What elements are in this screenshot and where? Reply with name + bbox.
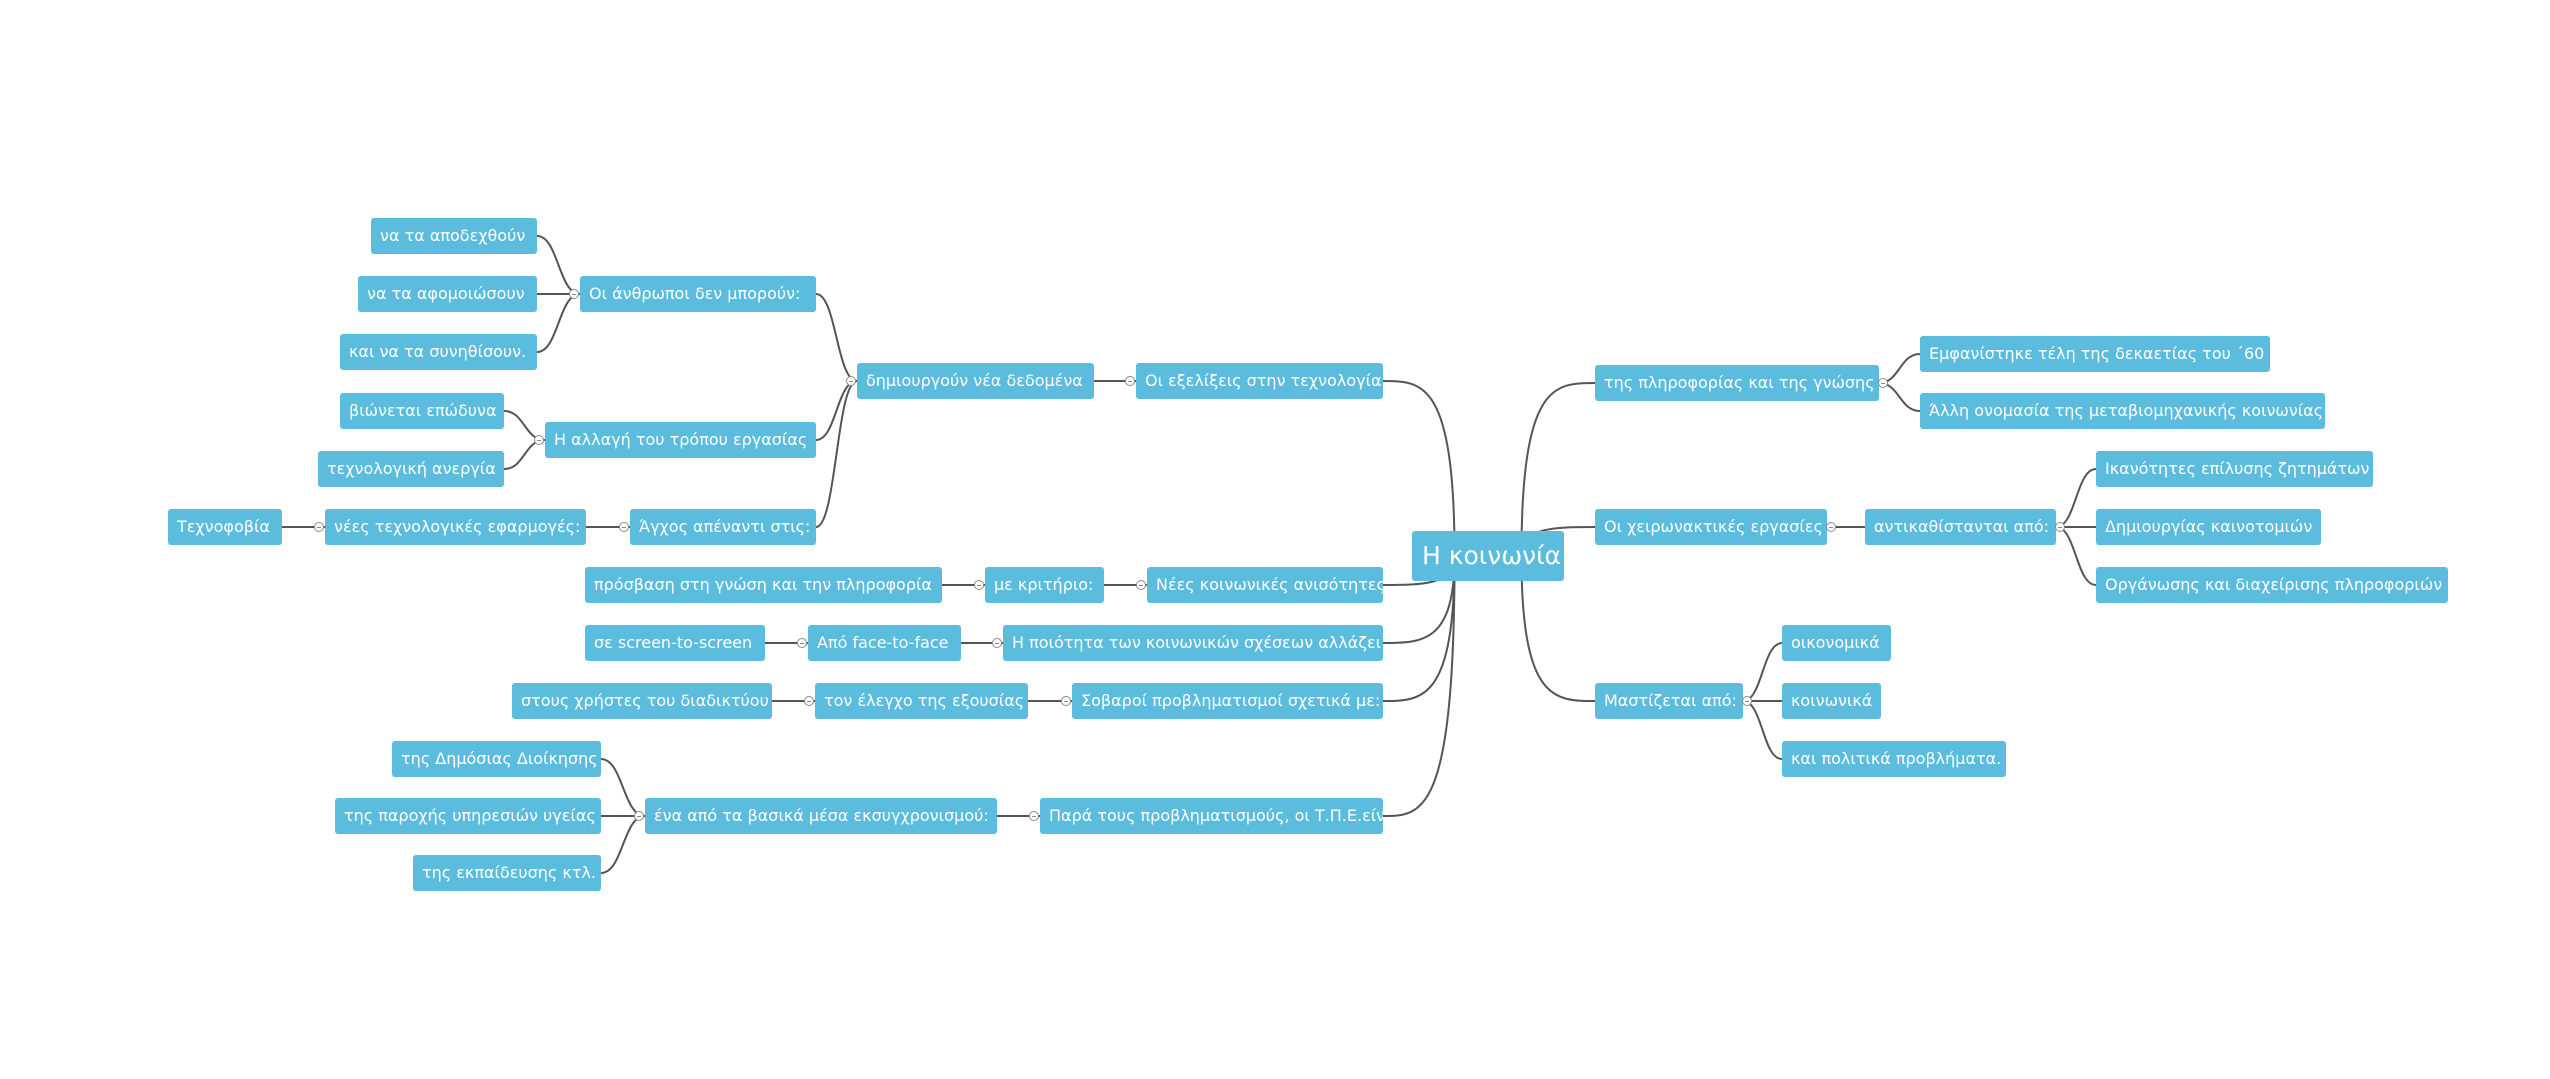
collapse-toggle-xeironaktikes[interactable] [1826,522,1836,532]
collapse-toggle-meso[interactable] [634,811,644,821]
collapse-toggle-face[interactable] [797,638,807,648]
connector-allagi [815,380,858,441]
node-viönetai[interactable]: βιώνεται επώδυνα [340,393,504,429]
connector-ikanotites [2055,468,2097,528]
collapse-toggle-nees-efarmoges[interactable] [314,522,324,532]
collapse-toggle-anthropoi[interactable] [569,289,579,299]
connector-ekpaideusis [600,815,646,874]
connector-apodexthoun [536,235,581,295]
node-emfanistike[interactable]: Εμφανίστηκε τέλη της δεκαετίας του ΄60 [1920,336,2270,372]
node-ria-pliroforias[interactable]: της πληροφορίας και της γνώσης [1595,365,1879,401]
connector-anthropoi [815,293,858,382]
collapse-toggle-agxos[interactable] [619,522,629,532]
collapse-toggle-para[interactable] [1029,811,1039,821]
collapse-toggle-poiotita[interactable] [992,638,1002,648]
node-elegxos[interactable]: τον έλεγχο της εξουσίας [815,683,1028,719]
connector-dioikisis [600,758,646,817]
node-allagi[interactable]: Η αλλαγή του τρόπου εργασίας [545,422,816,458]
node-provlimatismoi[interactable]: Σοβαροί προβληματισμοί σχετικά με: [1072,683,1383,719]
connector-politika [1742,700,1783,760]
collapse-toggle-mastizetai[interactable] [1742,696,1752,706]
node-apodexthoun[interactable]: να τα αποδεχθούν [371,218,537,254]
connector-para [1382,555,1456,817]
collapse-toggle-ria-pliroforias[interactable] [1878,378,1888,388]
root-node[interactable]: Η κοινωνία [1412,531,1564,581]
node-dioikisis[interactable]: της Δημόσιας Διοίκησης [392,741,601,777]
node-oikonomika[interactable]: οικονομικά [1782,625,1891,661]
node-ygeias[interactable]: της παροχής υπηρεσιών υγείας [335,798,601,834]
node-dimiourgoun[interactable]: δημιουργούν νέα δεδομένα [857,363,1094,399]
node-antikathistantai[interactable]: αντικαθίστανται από: [1865,509,2056,545]
node-anergia[interactable]: τεχνολογική ανεργία [318,451,504,487]
node-organosis[interactable]: Οργάνωσης και διαχείρισης πληροφοριών [2096,567,2448,603]
node-agxos[interactable]: Άγχος απέναντι στις: [630,509,816,545]
collapse-toggle-anisotites[interactable] [1136,580,1146,590]
collapse-toggle-dimiourgoun[interactable] [846,376,856,386]
collapse-toggle-elegxos[interactable] [804,696,814,706]
node-dimiourgias[interactable]: Δημιουργίας καινοτομιών [2096,509,2321,545]
node-nees-efarmoges[interactable]: νέες τεχνολογικές εφαρμογές: [325,509,586,545]
node-mastizetai[interactable]: Μαστίζεται από: [1595,683,1743,719]
node-technofovia[interactable]: Τεχνοφοβία [168,509,282,545]
node-ikanotites[interactable]: Ικανότητες επίλυσης ζητημάτων [2096,451,2373,487]
connector-synithisoun [536,293,581,353]
collapse-toggle-allagi[interactable] [534,435,544,445]
node-ekpaideusis[interactable]: της εκπαίδευσης κτλ. [413,855,601,891]
node-politika[interactable]: και πολιτικά προβλήματα. [1782,741,2006,777]
node-afomoiosoun[interactable]: να τα αφομοιώσουν [358,276,537,312]
node-alli-onomasia[interactable]: Άλλη ονομασία της μεταβιομηχανικής κοινω… [1920,393,2325,429]
node-poiotita[interactable]: Η ποιότητα των κοινωνικών σχέσεων αλλάζε… [1003,625,1383,661]
node-koinonika[interactable]: κοινωνικά [1782,683,1881,719]
node-para[interactable]: Παρά τους προβληματισμούς, οι Τ.Π.Ε.είνα… [1040,798,1383,834]
node-exelixeis[interactable]: Οι εξελίξεις στην τεχνολογία [1136,363,1383,399]
node-screen[interactable]: σε screen-to-screen [585,625,765,661]
collapse-toggle-antikathistantai[interactable] [2055,522,2065,532]
node-prosvasi[interactable]: πρόσβαση στη γνώση και την πληροφορία [585,567,942,603]
node-anthropoi[interactable]: Οι άνθρωποι δεν μπορούν: [580,276,816,312]
connector-exelixeis [1382,380,1456,557]
node-anisotites[interactable]: Νέες κοινωνικές ανισότητες [1147,567,1383,603]
collapse-toggle-provlimatismoi[interactable] [1061,696,1071,706]
node-xristes[interactable]: στους χρήστες του διαδικτύου [512,683,772,719]
node-xeironaktikes[interactable]: Οι χειρωνακτικές εργασίες [1595,509,1827,545]
collapse-toggle-exelixeis[interactable] [1125,376,1135,386]
node-kritirio[interactable]: με κριτήριο: [985,567,1104,603]
node-meso[interactable]: ένα από τα βασικά μέσα εκσυγχρονισμού: [645,798,997,834]
node-synithisoun[interactable]: και να τα συνηθίσουν. [340,334,537,370]
node-face[interactable]: Από face-to-face [808,625,961,661]
connector-agxos [815,380,858,528]
connector-oikonomika [1742,642,1783,702]
connector-organosis [2055,526,2097,586]
collapse-toggle-kritirio[interactable] [974,580,984,590]
